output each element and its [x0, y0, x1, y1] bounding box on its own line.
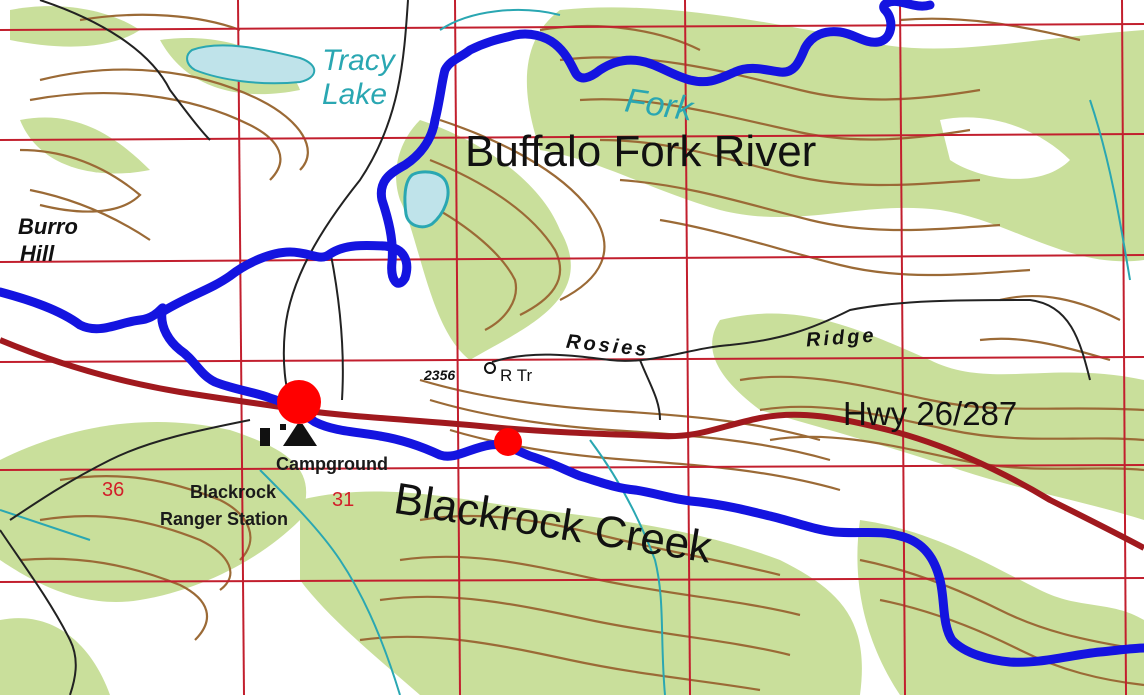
elevation-label: 2356	[424, 367, 456, 383]
lakes	[0, 9, 1131, 695]
trailhead-marker[interactable]	[277, 380, 321, 424]
trail-label: R Tr	[500, 366, 533, 385]
ranger-station-label-line2: Ranger Station	[160, 509, 289, 529]
ranger-station-label-line1: Blackrock	[190, 482, 277, 502]
trails	[0, 0, 1091, 695]
river-label: Buffalo Fork River	[465, 127, 817, 176]
section-31-label: 31	[332, 489, 355, 511]
campground-label: Campground	[276, 454, 388, 474]
waypoint-marker[interactable]	[494, 428, 522, 456]
section-36-label: 36	[102, 479, 125, 501]
fork-label: Fork	[622, 81, 696, 129]
ridge-label: Ridge	[805, 324, 878, 352]
burro-label-line2: Hill	[20, 241, 55, 266]
contour-lines	[19, 13, 1144, 692]
hiking-route	[0, 0, 1144, 667]
lake-label-line2: Lake	[322, 78, 388, 111]
lake-label-line1: Tracy	[322, 44, 395, 77]
highway-label: Hwy 26/287	[843, 395, 1018, 432]
elevation-marker-icon	[484, 362, 496, 374]
highway-26-287	[0, 337, 1144, 551]
burro-label-line1: Burro	[18, 214, 78, 239]
